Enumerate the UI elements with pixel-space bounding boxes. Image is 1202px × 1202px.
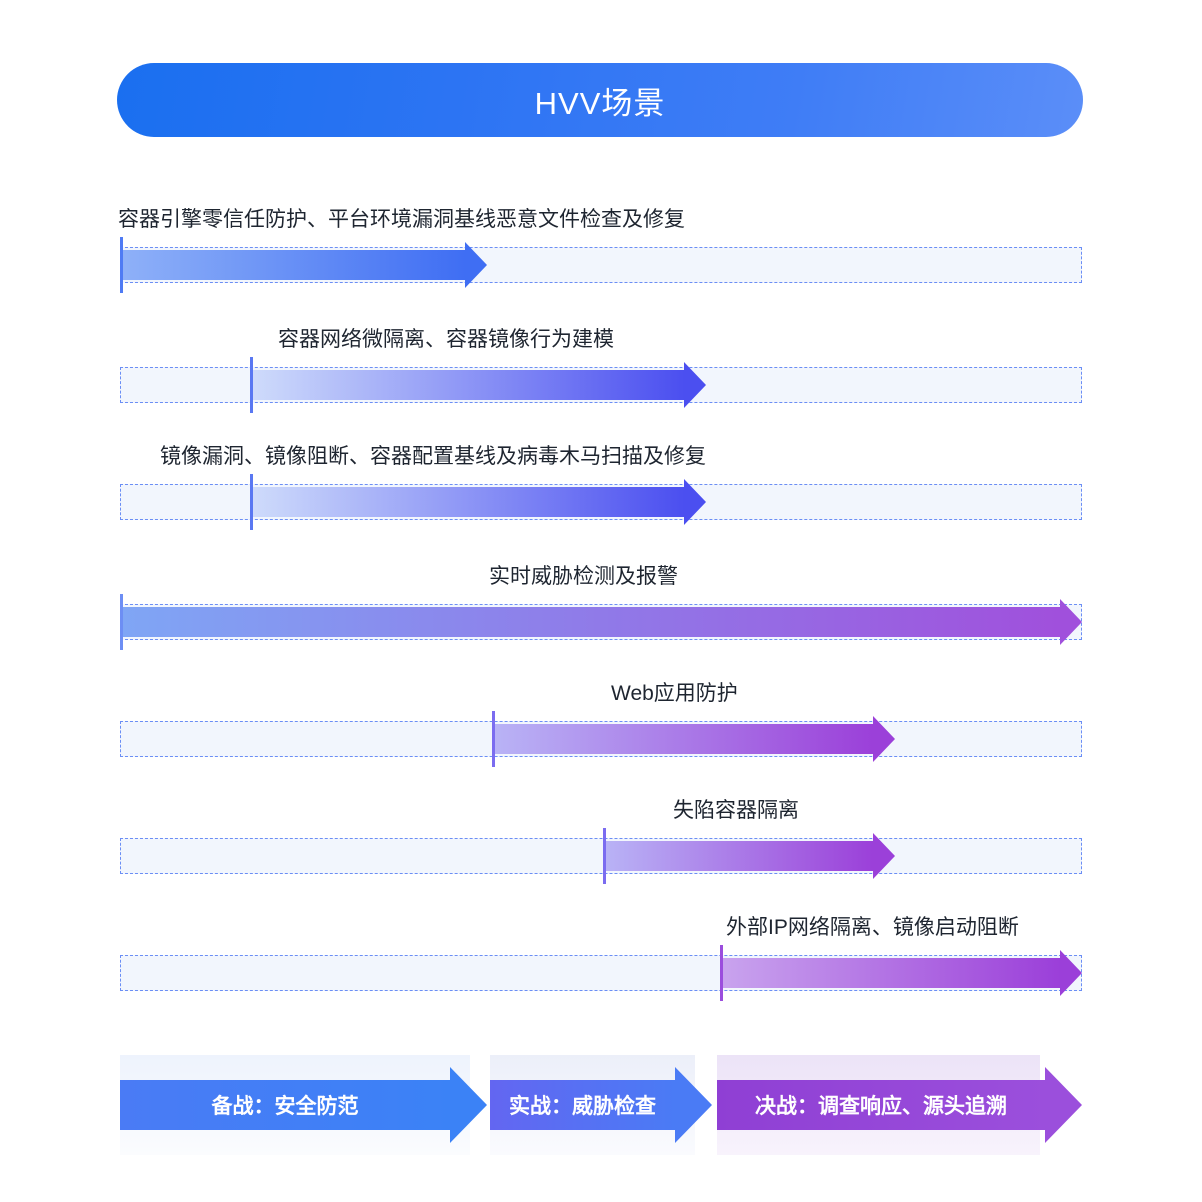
timeline-arrow-head-icon (873, 833, 895, 879)
timeline-arrow (603, 833, 895, 879)
timeline-arrow-body (250, 487, 684, 517)
timeline-arrow (250, 362, 706, 408)
timeline-arrow-head-icon (1060, 599, 1082, 645)
timeline-row-label: Web应用防护 (611, 682, 738, 705)
timeline-arrow-body (120, 607, 1060, 637)
phase-chevron[interactable]: 实战：威胁检查 (490, 1067, 712, 1143)
phase-label: 备战：安全防范 (211, 1095, 359, 1118)
phase-label: 实战：威胁检查 (509, 1095, 656, 1118)
timeline-row-label: 失陷容器隔离 (673, 799, 799, 822)
timeline-row-label: 外部IP网络隔离、镜像启动阻断 (726, 916, 1019, 939)
timeline-arrow-head-icon (465, 242, 487, 288)
timeline-arrow-body (250, 370, 684, 400)
page-title: HVV场景 (534, 85, 666, 121)
phase-chevron-head-icon (675, 1067, 712, 1143)
timeline-arrow (120, 599, 1082, 645)
phase-chevron-body (120, 1080, 450, 1130)
timeline-start-tick (120, 237, 123, 293)
timeline-arrow-body (492, 724, 873, 754)
timeline-track (120, 838, 1082, 874)
timeline-arrow (120, 242, 487, 288)
timeline-arrow-head-icon (684, 362, 706, 408)
timeline-row: 容器网络微隔离、容器镜像行为建模 (0, 325, 1202, 440)
timeline-row: 镜像漏洞、镜像阻断、容器配置基线及病毒木马扫描及修复 (0, 442, 1202, 557)
timeline-start-tick (250, 357, 253, 413)
timeline-row-label: 容器引擎零信任防护、平台环境漏洞基线恶意文件检查及修复 (118, 208, 685, 231)
phase-chevron[interactable]: 备战：安全防范 (120, 1067, 487, 1143)
timeline-row-label: 容器网络微隔离、容器镜像行为建模 (278, 328, 614, 351)
phase-chevron-body (490, 1080, 675, 1130)
header-banner: HVV场景 (117, 63, 1083, 137)
timeline-start-tick (250, 474, 253, 530)
timeline-arrow-head-icon (1060, 950, 1082, 996)
phase-chevron-body (717, 1080, 1045, 1130)
timeline-start-tick (492, 711, 495, 767)
phase-chevron[interactable]: 决战：调查响应、源头追溯 (717, 1067, 1082, 1143)
timeline-start-tick (120, 594, 123, 650)
timeline-arrow (250, 479, 706, 525)
timeline-row: 外部IP网络隔离、镜像启动阻断 (0, 913, 1202, 1028)
timeline-arrow-body (720, 958, 1060, 988)
timeline-arrow (492, 716, 895, 762)
timeline-row: Web应用防护 (0, 679, 1202, 794)
timeline-arrow-body (120, 250, 465, 280)
timeline-arrow (720, 950, 1082, 996)
phase-bar: 备战：安全防范 实战：威胁检查 决战：调查响应、源头追溯 (0, 1055, 1202, 1160)
phase-label: 决战：调查响应、源头追溯 (755, 1095, 1007, 1118)
timeline-row-label: 镜像漏洞、镜像阻断、容器配置基线及病毒木马扫描及修复 (160, 445, 706, 468)
phase-chevron-head-icon (1045, 1067, 1082, 1143)
timeline-arrow-head-icon (873, 716, 895, 762)
timeline-row: 容器引擎零信任防护、平台环境漏洞基线恶意文件检查及修复 (0, 205, 1202, 320)
timeline-row-label: 实时威胁检测及报警 (489, 565, 678, 588)
timeline-row: 实时威胁检测及报警 (0, 562, 1202, 677)
timeline-arrow-body (603, 841, 873, 871)
timeline-start-tick (720, 945, 723, 1001)
phase-chevron-head-icon (450, 1067, 487, 1143)
timeline-start-tick (603, 828, 606, 884)
timeline-arrow-head-icon (684, 479, 706, 525)
timeline-row: 失陷容器隔离 (0, 796, 1202, 911)
